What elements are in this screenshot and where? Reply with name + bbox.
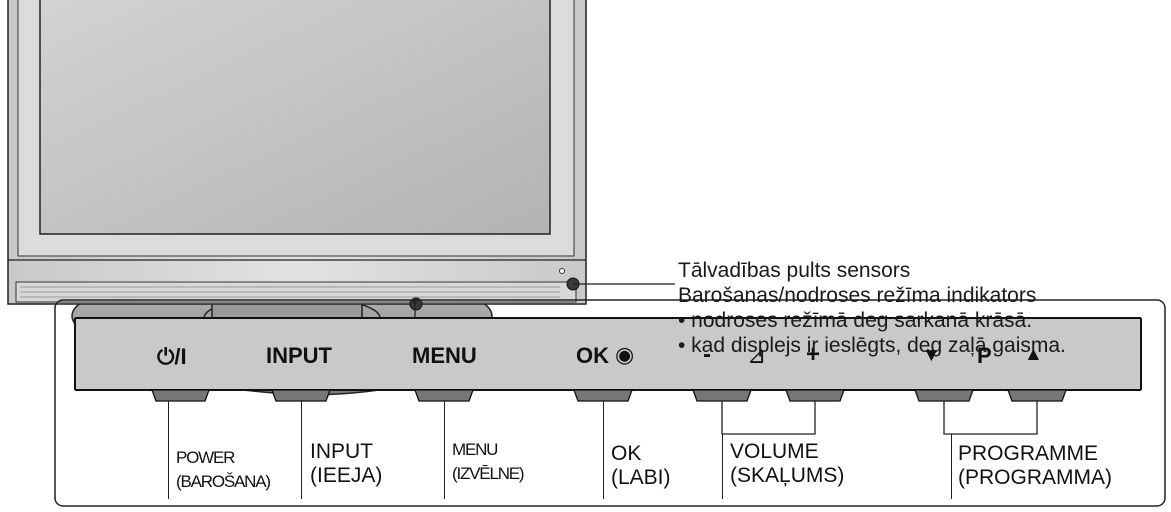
monitor-body <box>7 0 587 305</box>
programme-label-line <box>951 434 952 499</box>
ok-label-line <box>603 401 604 499</box>
power-button-nub <box>151 389 210 402</box>
input-label-line <box>301 401 302 499</box>
menu-button-label: MENU <box>412 343 477 368</box>
volume-icon: ⊿ <box>747 342 767 368</box>
input-label-line2: (IEEJA) <box>310 464 383 487</box>
vol-plus-button-nub <box>785 389 845 402</box>
volume-plus-icon: + <box>806 341 821 368</box>
menu-button-nub <box>414 389 474 402</box>
programme-label-line2: (PROGRAMMA) <box>958 466 1112 489</box>
programme-label: PROGRAMME (PROGRAMMA) <box>958 442 1112 490</box>
ok-dot-icon: ◉ <box>615 342 635 367</box>
ok-button-label: OK <box>576 343 609 368</box>
indicator-bullet-on: • kad displejs ir ieslēgts, deg zaļā gai… <box>678 334 1066 357</box>
group-brackets <box>721 401 1038 435</box>
volume-label: VOLUME (SKAĻUMS) <box>730 440 844 488</box>
programme-label-line1: PROGRAMME <box>958 442 1099 465</box>
power-symbol-icon: ⏻/I <box>157 344 187 369</box>
menu-label-line1: MENU <box>452 440 498 459</box>
power-label-line1: POWER <box>176 448 235 467</box>
input-label: INPUT (IEEJA) <box>310 440 382 488</box>
input-label-line1: INPUT <box>310 440 373 463</box>
indicator-bullet-standby: • nodroses režīmā deg sarkanā krāsā. <box>678 309 1033 332</box>
volume-label-line2: (SKAĻUMS) <box>730 464 845 487</box>
volume-label-line1: VOLUME <box>730 440 819 463</box>
prog-down-button-nub <box>914 389 974 402</box>
power-label-line2: (BAROŠANA) <box>176 472 271 491</box>
menu-label: MENU (IZVĒLNE) <box>452 438 525 486</box>
prog-up-button-nub <box>1007 389 1067 402</box>
menu-label-line2: (IZVĒLNE) <box>452 464 525 483</box>
menu-label-line <box>444 401 445 499</box>
ok-button-nub <box>573 389 633 402</box>
ok-label-line2: (LABI) <box>611 466 671 489</box>
indicator-subtitle: Barošanas/nodroses režīma indikators <box>678 284 1037 307</box>
ok-label: OK (LABI) <box>611 442 671 490</box>
control-panel-strip <box>74 300 1142 391</box>
power-label: POWER (BAROŠANA) <box>176 446 271 494</box>
programme-up-icon: ▲ <box>1024 344 1043 365</box>
control-detail-frame <box>54 299 1166 507</box>
programme-down-icon: ▼ <box>922 345 941 366</box>
button-nubs <box>151 389 1067 402</box>
input-button-label: INPUT <box>266 343 332 368</box>
volume-label-line <box>722 434 723 499</box>
vol-minus-button-nub <box>692 389 752 402</box>
sensor-title: Tālvadības pults sensors <box>678 259 911 282</box>
input-button-nub <box>271 389 331 402</box>
programme-p-label: P <box>977 343 992 368</box>
volume-minus-icon: - <box>703 341 711 368</box>
ok-label-line1: OK <box>611 442 642 465</box>
power-label-line <box>168 401 169 499</box>
remote-sensor-dot <box>559 268 565 274</box>
